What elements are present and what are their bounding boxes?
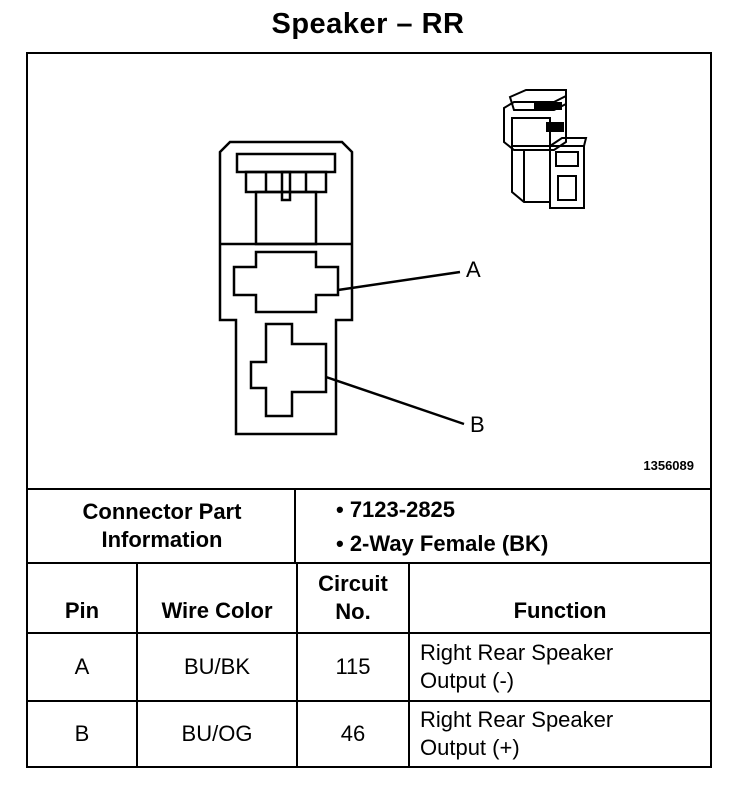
row-a-function-line1: Right Rear Speaker [420,640,614,665]
row-b-circuit: 46 [340,721,366,746]
header-function: Function [513,598,607,623]
connector-body [218,140,354,436]
header-circuit-line1: Circuit [318,571,388,596]
row-b-pin: B [74,721,90,746]
grid-line [294,488,296,564]
row-a-pin: A [74,654,90,679]
row-b-function: Right Rear Speaker Output (+) [410,702,710,766]
connector-info-label-line2: Information [101,527,223,552]
connector-info-list: • 7123-2825 • 2-Way Female (BK) [336,494,548,562]
grid-line [26,562,712,564]
row-a-wire-color: BU/BK [183,654,251,679]
row-a-circuit: 115 [335,654,371,679]
row-a-function: Right Rear Speaker Output (-) [410,634,710,700]
grid-line [26,632,712,634]
latch-tab [280,170,292,202]
callout-b-line [325,375,465,426]
header-wire-color: Wire Color [161,598,273,623]
latch-mid [244,170,328,194]
row-b-function-line1: Right Rear Speaker [420,707,614,732]
header-pin: Pin [64,598,100,623]
grid-line [408,562,410,768]
row-a-function-line2: Output (-) [420,668,515,693]
connector-frame [26,52,712,768]
cavity-b [249,322,328,418]
grid-line [26,488,712,490]
row-b-function-line2: Output (+) [420,735,520,760]
grid-line [26,700,712,702]
callout-a-line [337,270,461,292]
connector-type: • 2-Way Female (BK) [336,531,549,556]
callout-a-label: A [466,257,481,282]
latch-base [254,190,318,246]
grid-line [296,562,298,768]
grid-line [136,562,138,768]
page-title: Speaker – RR [271,8,465,40]
row-b-wire-color: BU/OG [181,721,253,746]
connector-diagram: A B 1356089 [26,52,712,488]
figure-number: 1356089 [643,458,694,473]
latch-top [235,152,337,174]
header-circuit-line2: No. [335,599,371,624]
connector-drawing [218,89,588,436]
cavity-a [232,250,340,314]
header-circuit: Circuit No. [298,564,408,632]
callout-b-label: B [470,412,485,437]
connector-part-number: • 7123-2825 [336,497,456,522]
isometric-latch-dark [534,102,562,110]
connector-info-label: Connector Part Information [28,490,296,562]
connector-info-label-line1: Connector Part [82,499,242,524]
connector-isometric [503,89,588,209]
